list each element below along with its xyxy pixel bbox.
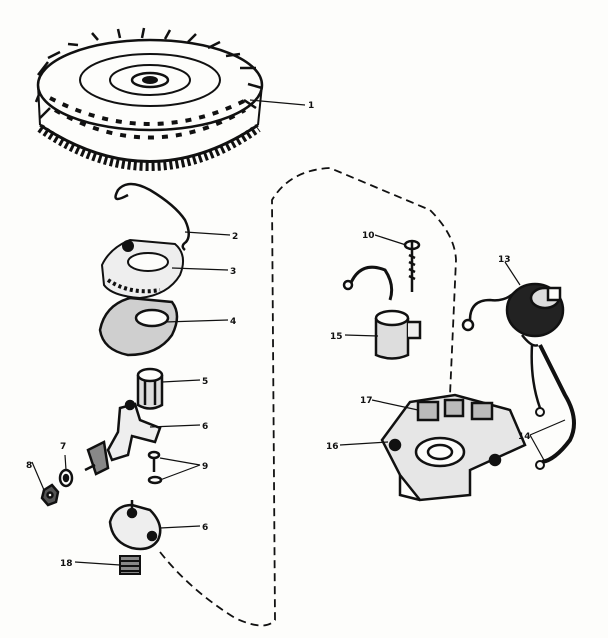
callout-13: 13 <box>498 255 511 265</box>
callout-17: 17 <box>360 396 373 406</box>
ignition-coil <box>461 282 565 347</box>
mounting-screw <box>403 239 421 292</box>
spring-clip <box>114 182 190 251</box>
gasket <box>98 296 179 357</box>
point-cover <box>100 238 185 300</box>
callout-2: 2 <box>232 232 238 242</box>
callout-7: 7 <box>60 442 66 452</box>
stator-bracket <box>380 393 527 502</box>
callout-16: 16 <box>326 442 339 452</box>
breaker-plate <box>108 500 162 551</box>
callout-3: 3 <box>230 267 236 277</box>
callout-10: 10 <box>362 231 375 241</box>
callout-9: 9 <box>202 462 208 472</box>
assembly-outline <box>159 167 457 627</box>
callout-4: 4 <box>230 317 236 327</box>
breaker-points <box>84 399 162 476</box>
callout-8: 8 <box>26 461 32 471</box>
screw <box>147 450 163 485</box>
callout-5: 5 <box>202 377 208 387</box>
flywheel <box>34 27 264 171</box>
bushing <box>136 367 164 410</box>
callout-1: 1 <box>308 101 314 111</box>
spring <box>119 555 141 575</box>
condenser <box>342 265 422 360</box>
washer <box>58 468 74 488</box>
leader-lines <box>31 99 566 566</box>
callout-6: 6 <box>202 422 208 432</box>
callout-labels: 1 2 3 4 5 6 7 8 9 6 18 10 15 13 17 16 14 <box>26 101 531 569</box>
nut <box>40 483 60 507</box>
callout-15: 15 <box>330 332 343 342</box>
callout-18: 18 <box>60 559 73 569</box>
ignition-lead <box>530 344 576 470</box>
callout-14: 14 <box>518 432 531 442</box>
callout-6b: 6 <box>202 523 208 533</box>
